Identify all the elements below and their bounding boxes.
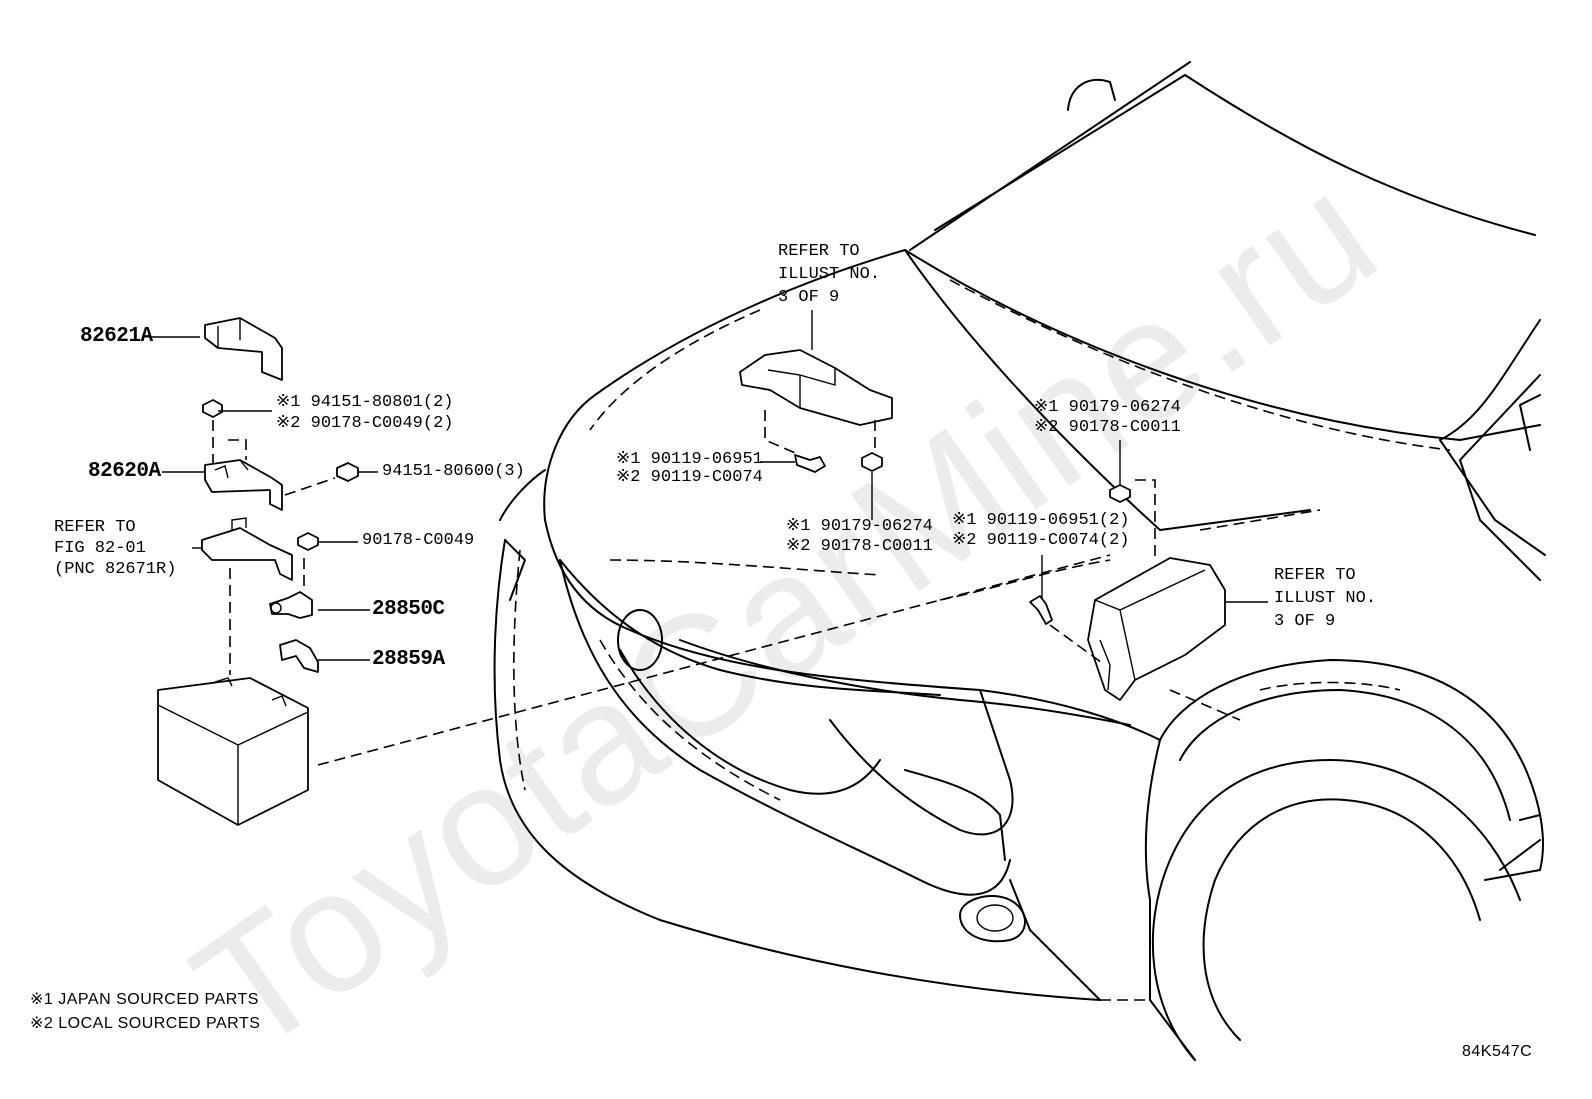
legend-note-1: ※1 JAPAN SOURCED PARTS [30, 991, 259, 1008]
nut-icon [1109, 484, 1131, 503]
bolt-icon [794, 454, 826, 473]
battery-terminal-cover [204, 317, 283, 381]
bolt-icon [1029, 595, 1053, 625]
part-label-90119-C0074: ※2 90119-C0074 [616, 468, 763, 487]
battery-assembly [150, 317, 1111, 826]
refer-fig-line-3: (PNC 82671R) [54, 560, 177, 579]
refer-right-line-2: ILLUST NO. [1274, 589, 1377, 608]
refer-top-line-2: ILLUST NO. [778, 265, 881, 284]
part-label-90179-06274-top: ※1 90179-06274 [786, 517, 933, 536]
nut-icon [861, 452, 883, 472]
battery-terminal [269, 591, 313, 619]
legend-note-2: ※2 LOCAL SOURCED PARTS [30, 1015, 261, 1032]
negative-terminal [279, 639, 319, 673]
junction-block [1087, 557, 1226, 701]
part-label-94151-80600: 94151-80600(3) [382, 462, 525, 481]
nut-icon [297, 532, 319, 551]
part-label-28850C: 28850C [372, 598, 445, 621]
refer-top-line-3: 3 OF 9 [778, 288, 840, 307]
part-label-90119-06951: ※1 90119-06951 [616, 450, 763, 469]
car-body-outline [493, 61, 1546, 1061]
refer-fig-line-1: REFER TO [54, 518, 136, 537]
refer-fig-line-2: FIG 82-01 [54, 539, 146, 558]
nut-icon [336, 462, 359, 482]
part-label-90119-C0074-2: ※2 90119-C0074(2) [952, 531, 1130, 550]
top-sensor-assembly [739, 310, 893, 520]
part-label-90178-C0011-right: ※2 90178-C0011 [1034, 418, 1181, 437]
part-label-90179-06274-right: ※1 90179-06274 [1034, 398, 1181, 417]
figure-code: 84K547C [1462, 1043, 1533, 1060]
refer-right-line-1: REFER TO [1274, 566, 1356, 585]
relay-block [201, 527, 293, 581]
part-label-90178-C0049: 90178-C0049 [362, 531, 475, 550]
junction-block-assembly [1029, 440, 1268, 701]
part-label-82620A: 82620A [88, 460, 161, 483]
refer-top-line-1: REFER TO [778, 242, 860, 261]
part-label-90119-06951-2: ※1 90119-06951(2) [952, 511, 1130, 530]
part-label-82621A: 82621A [80, 325, 153, 348]
sensor-module [739, 349, 893, 426]
refer-right-line-3: 3 OF 9 [1274, 612, 1336, 631]
part-label-90178-C0049-2: ※2 90178-C0049(2) [276, 414, 454, 433]
part-label-94151-80801: ※1 94151-80801(2) [276, 393, 454, 412]
battery-bracket [204, 459, 283, 511]
part-label-28859A: 28859A [372, 648, 445, 671]
battery [157, 677, 309, 826]
nut-icon [202, 399, 223, 418]
part-label-90178-C0011-top: ※2 90178-C0011 [786, 537, 933, 556]
